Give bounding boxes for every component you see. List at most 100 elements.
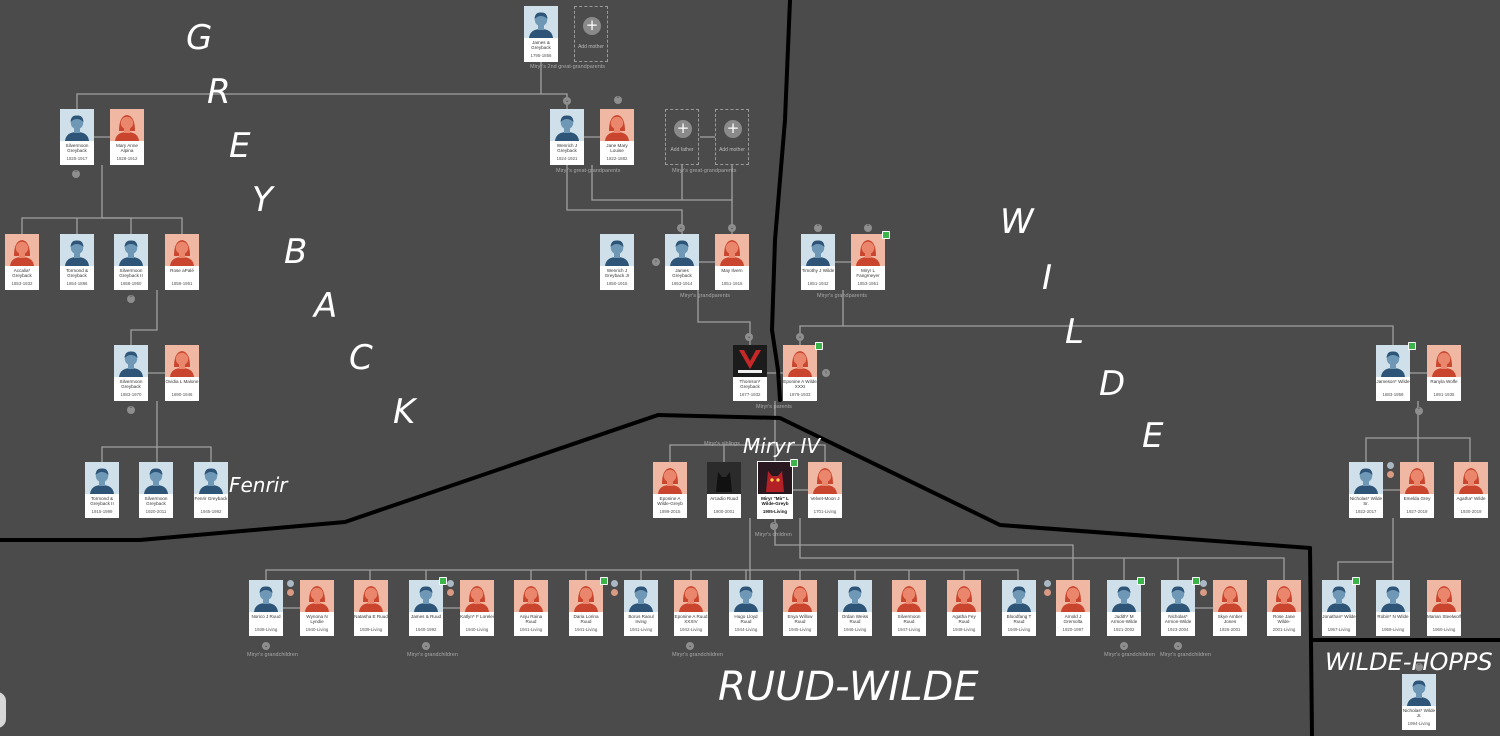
chevron-down-icon[interactable]: ⌄: [1174, 642, 1182, 650]
hint-badge-icon[interactable]: [1137, 577, 1145, 585]
spouse-switch-icon[interactable]: [1044, 589, 1051, 596]
chevron-up-icon[interactable]: ⌃: [72, 170, 80, 178]
chevron-down-icon[interactable]: ⌄: [262, 642, 270, 650]
hint-badge-icon[interactable]: [1352, 577, 1360, 585]
spouse-switch-icon[interactable]: [1200, 589, 1207, 596]
hint-badge-icon[interactable]: [439, 577, 447, 585]
chevron-down-icon[interactable]: ⌄: [563, 97, 571, 105]
chevron-down-icon[interactable]: ⌄: [796, 333, 804, 341]
chevron-down-icon[interactable]: ⌄: [422, 642, 430, 650]
spouse-switch-icon[interactable]: [1200, 580, 1207, 587]
spouse-switch-icon[interactable]: [1044, 580, 1051, 587]
add-father-card[interactable]: + Add father: [665, 109, 699, 165]
person-card-nicholas-sr[interactable]: Nicholas* Wilde Sr.1922-2017: [1349, 462, 1383, 518]
spouse-switch-icon[interactable]: [287, 580, 294, 587]
hint-badge-icon[interactable]: [1408, 342, 1416, 350]
chevron-right-icon[interactable]: ›: [652, 258, 660, 266]
chevron-up-icon[interactable]: ⌃: [1415, 663, 1423, 671]
chevron-down-icon[interactable]: ⌄: [745, 333, 753, 341]
hint-badge-icon[interactable]: [600, 577, 608, 585]
chevron-up-icon[interactable]: ⌃: [864, 224, 872, 232]
chevron-down-icon[interactable]: ⌄: [686, 642, 694, 650]
hint-badge-icon[interactable]: [815, 342, 823, 350]
chevron-up-icon[interactable]: ⌃: [127, 406, 135, 414]
spouse-switch-icon[interactable]: [611, 589, 618, 596]
add-mother-card[interactable]: + Add mother: [715, 109, 749, 165]
chevron-up-icon[interactable]: ⌃: [814, 224, 822, 232]
chevron-up-icon[interactable]: ⌃: [1415, 407, 1423, 415]
chevron-down-icon[interactable]: ⌄: [677, 224, 685, 232]
add-mother-card-top[interactable]: + Add mother: [574, 6, 608, 62]
person-card-rose-jane[interactable]: Rose Jane Wilde-2001-Living: [1267, 580, 1301, 636]
chevron-left-icon[interactable]: ‹: [822, 369, 830, 377]
hint-badge-icon[interactable]: [1192, 577, 1200, 585]
chevron-up-icon[interactable]: ⌃: [614, 96, 622, 104]
chevron-up-icon[interactable]: ⌃: [127, 295, 135, 303]
spouse-switch-icon[interactable]: [611, 580, 618, 587]
hint-badge-icon[interactable]: [882, 231, 890, 239]
chevron-down-icon[interactable]: ⌄: [728, 224, 736, 232]
spouse-switch-icon[interactable]: [287, 589, 294, 596]
spouse-switch-icon[interactable]: [1387, 471, 1394, 478]
person-card-nicholas-jr[interactable]: Nicholas* Wilde Jr.1994-Living: [1402, 674, 1436, 730]
spouse-switch-icon[interactable]: [1387, 462, 1394, 469]
chevron-down-icon[interactable]: ⌄: [1120, 642, 1128, 650]
chevron-up-icon[interactable]: ⌃: [770, 522, 778, 530]
spouse-switch-icon[interactable]: [447, 580, 454, 587]
scroll-handle[interactable]: [0, 692, 6, 728]
hint-badge-icon[interactable]: [790, 459, 798, 467]
